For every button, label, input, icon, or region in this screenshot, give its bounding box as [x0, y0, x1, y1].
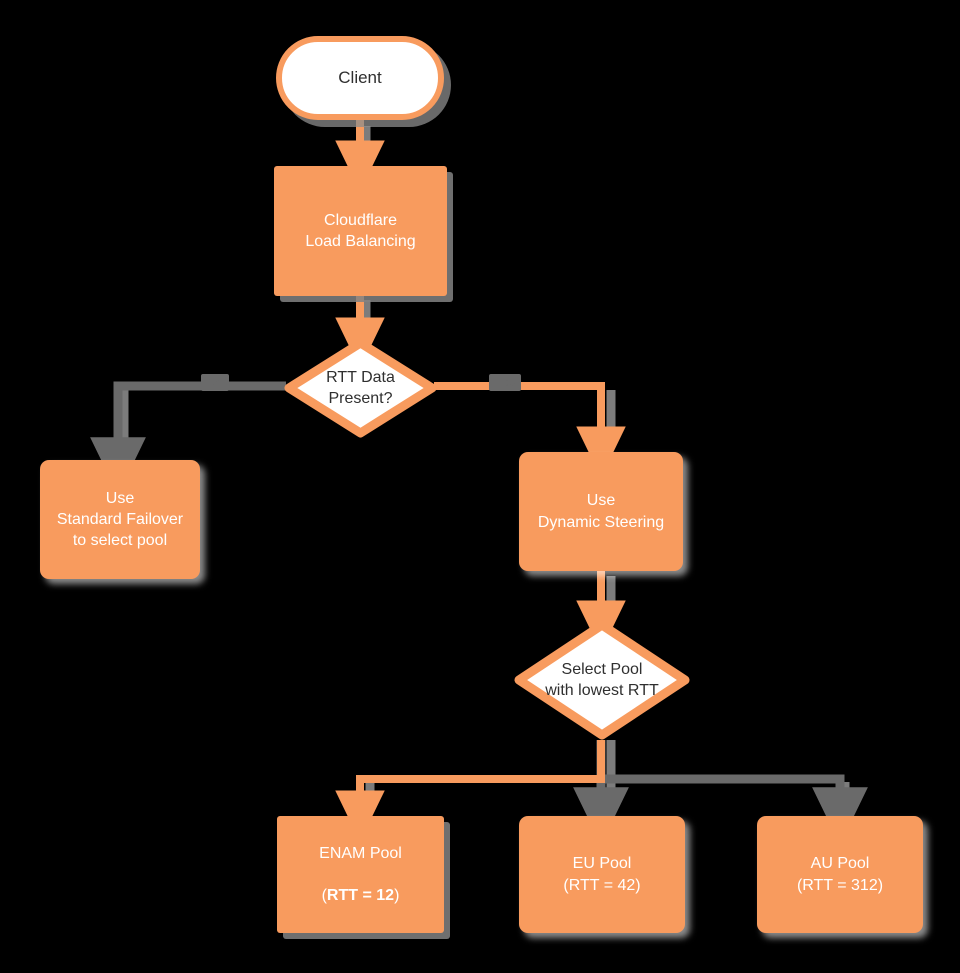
node-cloudflare-load-balancing-label: Cloudflare Load Balancing	[305, 211, 416, 250]
node-pool-au-label-line2: (RTT = 312)	[796, 876, 884, 894]
edge-decision-dynamic	[434, 382, 626, 478]
node-pool-enam[interactable]: ENAM Pool (RTT = 12)	[277, 816, 444, 933]
paren-open: (	[321, 887, 327, 905]
node-cloudflare-load-balancing[interactable]: Cloudflare Load Balancing	[274, 166, 447, 296]
node-pool-eu-label-line2: (RTT = 42)	[563, 876, 641, 894]
node-pool-enam-rtt: RTT = 12	[326, 887, 395, 905]
node-decision-rtt-data-present[interactable]: RTT Data Present?	[282, 336, 439, 440]
node-pool-eu-label-line1: EU Pool	[572, 855, 632, 873]
edge-label-yes: Yes	[489, 374, 522, 392]
node-client-label: Client	[338, 67, 382, 87]
diamond-shape	[514, 620, 690, 740]
diamond-shape	[284, 338, 437, 438]
node-pool-au-label-line1: AU Pool	[810, 855, 870, 873]
edge-pool-au	[601, 774, 868, 845]
node-client[interactable]: Client	[276, 36, 444, 120]
node-dynamic-steering[interactable]: Use Dynamic Steering	[519, 452, 683, 571]
edge-pool-enam	[335, 740, 605, 842]
edge-decision-failover	[90, 381, 286, 495]
node-standard-failover-label: Use Standard Failover to select pool	[56, 489, 184, 550]
edge-label-no: No	[201, 374, 229, 392]
node-pool-eu[interactable]: EU Pool (RTT = 42)	[519, 816, 685, 933]
node-decision-rtt-data-present-label: RTT Data Present?	[326, 368, 395, 407]
node-pool-enam-label-line1: ENAM Pool	[319, 844, 402, 862]
node-decision-select-pool[interactable]: Select Pool with lowest RTT	[512, 618, 692, 742]
node-decision-select-pool-label: Select Pool with lowest RTT	[545, 660, 659, 699]
node-pool-enam-label-line2: (RTT = 12)	[322, 864, 400, 906]
node-dynamic-steering-label: Use Dynamic Steering	[537, 492, 665, 531]
node-pool-au[interactable]: AU Pool (RTT = 312)	[757, 816, 923, 933]
node-standard-failover[interactable]: Use Standard Failover to select pool	[40, 460, 200, 579]
paren-close: )	[394, 887, 400, 905]
